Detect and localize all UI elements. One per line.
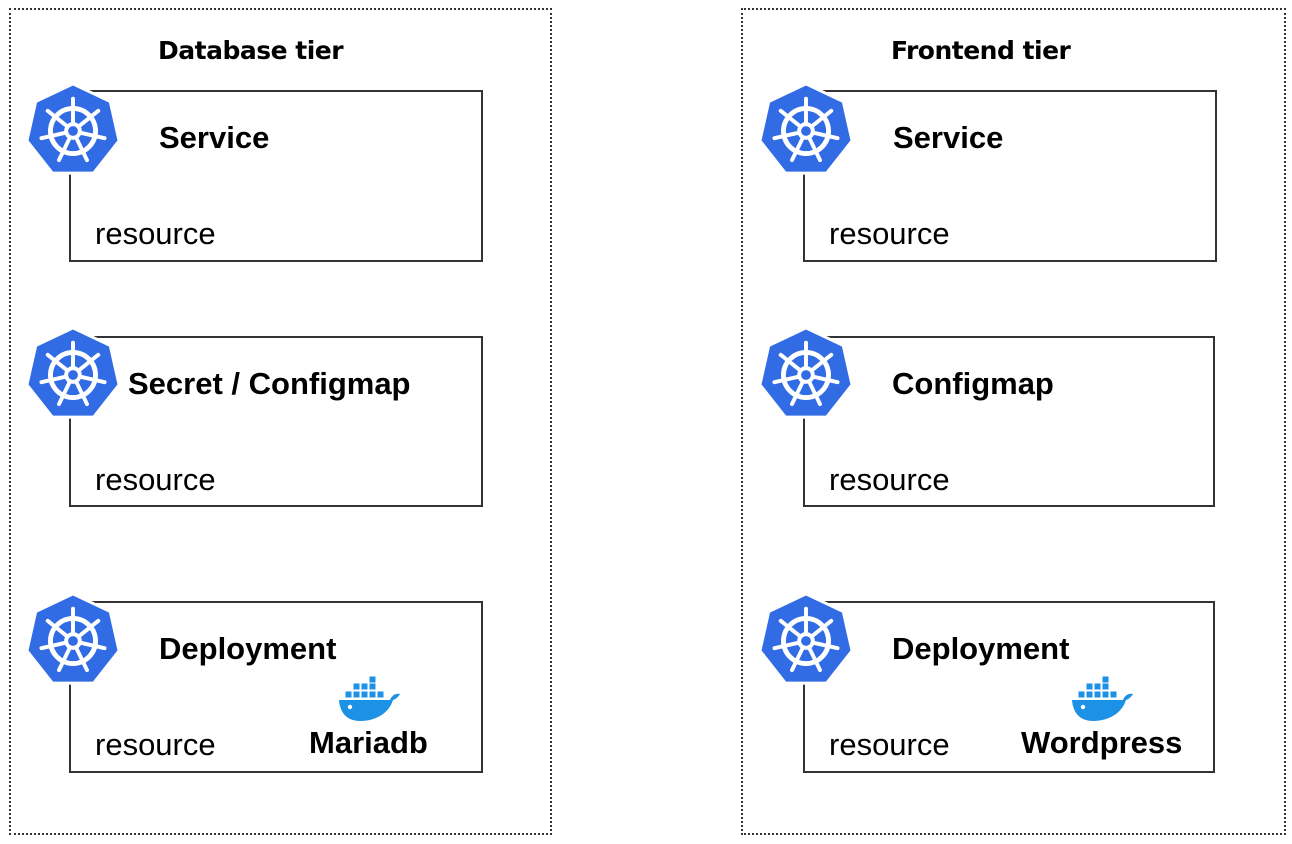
resource-title: Configmap bbox=[892, 366, 1054, 401]
resource-box-deployment: Deployment resource Wordpress bbox=[803, 601, 1215, 773]
kubernetes-icon bbox=[757, 82, 855, 180]
resource-box-service: Service resource bbox=[803, 90, 1217, 262]
resource-kind-label: resource bbox=[829, 216, 950, 251]
resource-box-secret-configmap: Secret / Configmap resource bbox=[69, 336, 483, 507]
kubernetes-icon bbox=[757, 326, 855, 424]
kubernetes-icon bbox=[24, 592, 122, 690]
docker-icon bbox=[336, 676, 402, 722]
app-name: Mariadb bbox=[309, 725, 428, 760]
resource-kind-label: resource bbox=[829, 462, 950, 497]
kubernetes-icon bbox=[24, 82, 122, 180]
resource-box-service: Service resource bbox=[69, 90, 483, 262]
resource-kind-label: resource bbox=[95, 216, 216, 251]
resource-title: Deployment bbox=[159, 631, 337, 666]
resource-title: Deployment bbox=[892, 631, 1070, 666]
resource-kind-label: resource bbox=[95, 727, 216, 762]
resource-box-configmap: Configmap resource bbox=[803, 336, 1215, 507]
tier-title: Database tier bbox=[158, 36, 344, 65]
docker-icon bbox=[1069, 676, 1135, 722]
resource-kind-label: resource bbox=[95, 462, 216, 497]
tier-frontend: Frontend tier bbox=[741, 8, 1286, 835]
resource-title: Service bbox=[159, 120, 270, 155]
resource-title: Service bbox=[893, 120, 1004, 155]
tier-database: Database tier bbox=[9, 8, 552, 835]
kubernetes-icon bbox=[24, 326, 122, 424]
resource-title: Secret / Configmap bbox=[128, 366, 411, 401]
resource-kind-label: resource bbox=[829, 727, 950, 762]
kubernetes-icon bbox=[757, 592, 855, 690]
resource-box-deployment: Deployment resource Mariadb bbox=[69, 601, 483, 773]
tier-title: Frontend tier bbox=[891, 36, 1071, 65]
app-name: Wordpress bbox=[1021, 725, 1183, 760]
